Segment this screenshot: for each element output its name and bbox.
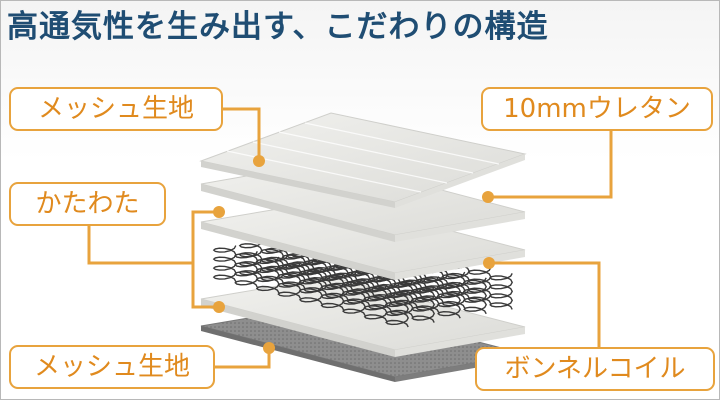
label-urethane: 10mmウレタン — [481, 87, 713, 131]
label-mesh-top: メッシュ生地 — [9, 87, 223, 131]
coil-spring — [238, 240, 263, 278]
coil-spring — [212, 245, 237, 282]
page-title: 高通気性を生み出す、こだわりの構造 — [7, 9, 549, 45]
dot-mesh-bottom — [263, 342, 275, 354]
label-katawata: かたわた — [9, 182, 166, 226]
dot-katawata-upper — [213, 206, 225, 218]
connector-mesh-bottom — [215, 348, 271, 369]
connector-katawata — [87, 226, 193, 265]
connector-urethane — [488, 131, 613, 199]
label-mesh-bottom: メッシュ生地 — [9, 345, 215, 389]
dot-urethane — [482, 191, 494, 203]
connector-bonnell — [489, 261, 601, 347]
dot-mesh-top — [253, 155, 265, 167]
dot-katawata-lower — [213, 301, 225, 313]
dot-bonnell — [483, 257, 495, 269]
label-bonnell-coil: ボンネルコイル — [475, 347, 715, 391]
coil-spring — [489, 273, 513, 310]
connector-dots — [213, 155, 495, 354]
connector-lines — [87, 107, 613, 369]
connector-mesh-top — [223, 107, 261, 161]
upper-felt-layer — [200, 199, 526, 280]
connector-katawata-bracket — [191, 210, 219, 309]
